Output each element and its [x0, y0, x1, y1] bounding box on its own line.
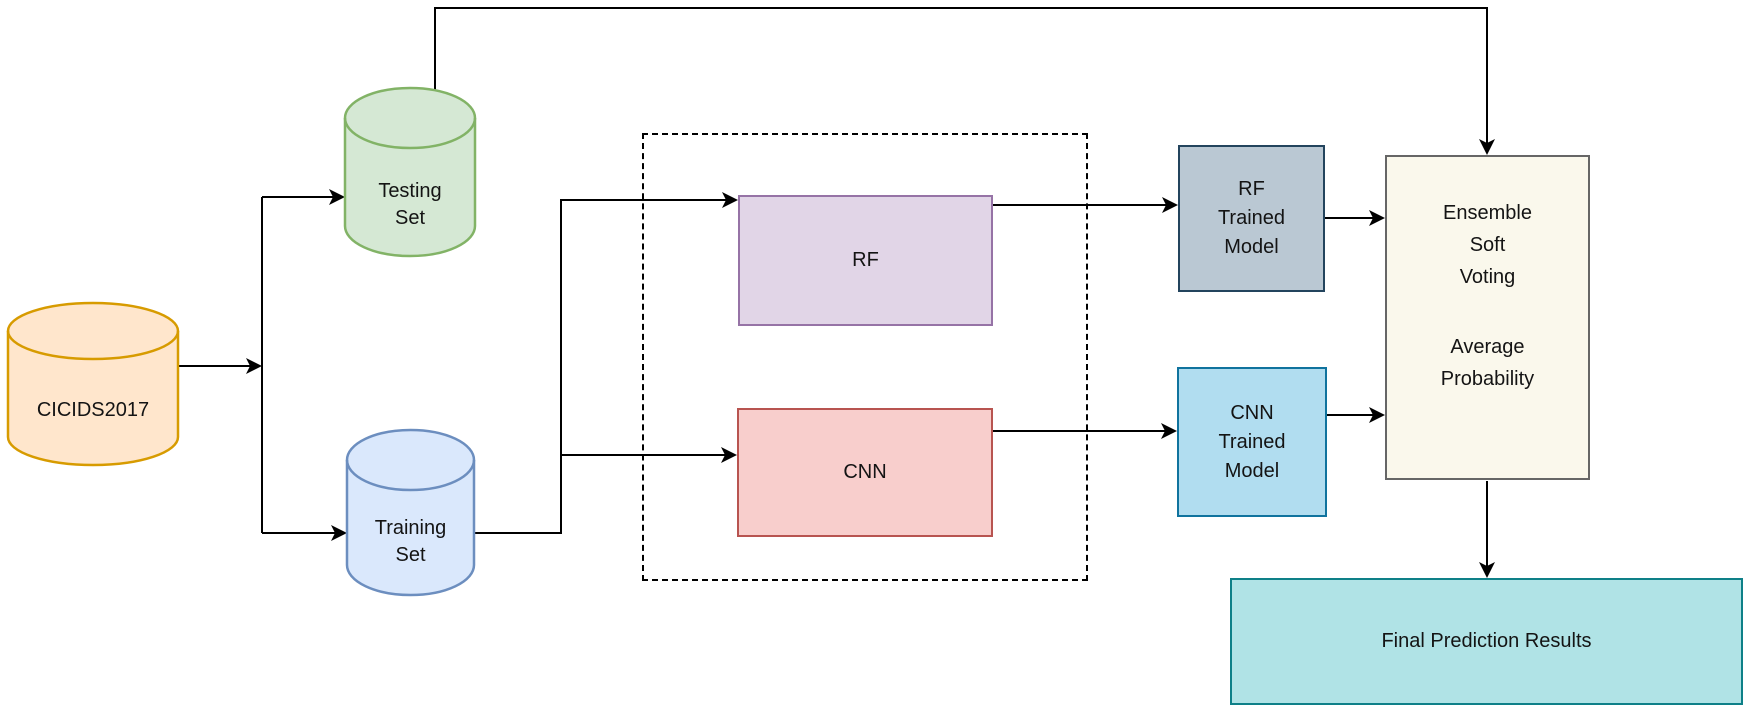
- final-prediction-results-box: Final Prediction Results: [1230, 578, 1743, 705]
- cnn-trained-model-line: Model: [1224, 459, 1280, 482]
- ensemble-soft-voting-box: Ensemble Soft Voting Average Probability: [1385, 155, 1590, 480]
- ensemble-line: Soft: [1469, 234, 1506, 256]
- ensemble-line: Voting: [1459, 266, 1516, 288]
- testing-set-label-line: Testing: [378, 180, 442, 202]
- rf-trained-model-line: Trained: [1217, 207, 1286, 229]
- cnn-label: CNN: [843, 461, 887, 483]
- rf-trained-model-box: RF Trained Model: [1178, 145, 1325, 292]
- connectors: [178, 7, 1495, 578]
- testing-set-label: Testing Set: [345, 160, 475, 250]
- ensemble-line: Probability: [1440, 368, 1535, 390]
- cnn-trained-model-line: CNN: [1230, 401, 1274, 424]
- training-set-label-line: Training: [374, 517, 447, 539]
- testing-set-cylinder-body: [343, 86, 477, 258]
- cicids2017-cylinder: [6, 301, 180, 467]
- cicids2017-label-text: CICIDS2017: [36, 398, 150, 421]
- rf-trained-model-line: Model: [1224, 236, 1279, 258]
- cnn-trained-model-line: Trained: [1218, 430, 1286, 453]
- cnn-box: CNN: [737, 408, 993, 537]
- ensemble-line: Ensemble: [1443, 202, 1532, 224]
- training-set-label: Training Set: [347, 497, 474, 587]
- arrow-testing-set-to-ensemble: [434, 7, 1495, 155]
- models-dashed-group: [642, 133, 1088, 581]
- ensemble-line: Average: [1450, 336, 1525, 358]
- training-set-cylinder-body: [345, 428, 476, 597]
- testing-set-cylinder-rim: [343, 117, 477, 150]
- training-set-branch-line: [474, 199, 562, 534]
- cicids2017-cylinder-body: [6, 301, 180, 467]
- testing-set-cylinder: [343, 86, 477, 258]
- training-set-cylinder: [345, 428, 476, 597]
- rf-trained-model-line: RF: [1238, 178, 1265, 200]
- cicids2017-cylinder-rim: [6, 330, 180, 361]
- rf-box: RF: [738, 195, 993, 326]
- rf-label: RF: [852, 249, 879, 271]
- training-set-cylinder-rim: [345, 459, 476, 492]
- cicids2017-label: CICIDS2017: [8, 360, 178, 460]
- training-set-label-line: Set: [395, 544, 426, 566]
- final-prediction-results-label: Final Prediction Results: [1381, 630, 1592, 652]
- testing-set-label-line: Set: [394, 207, 426, 229]
- cnn-trained-model-box: CNN Trained Model: [1177, 367, 1327, 517]
